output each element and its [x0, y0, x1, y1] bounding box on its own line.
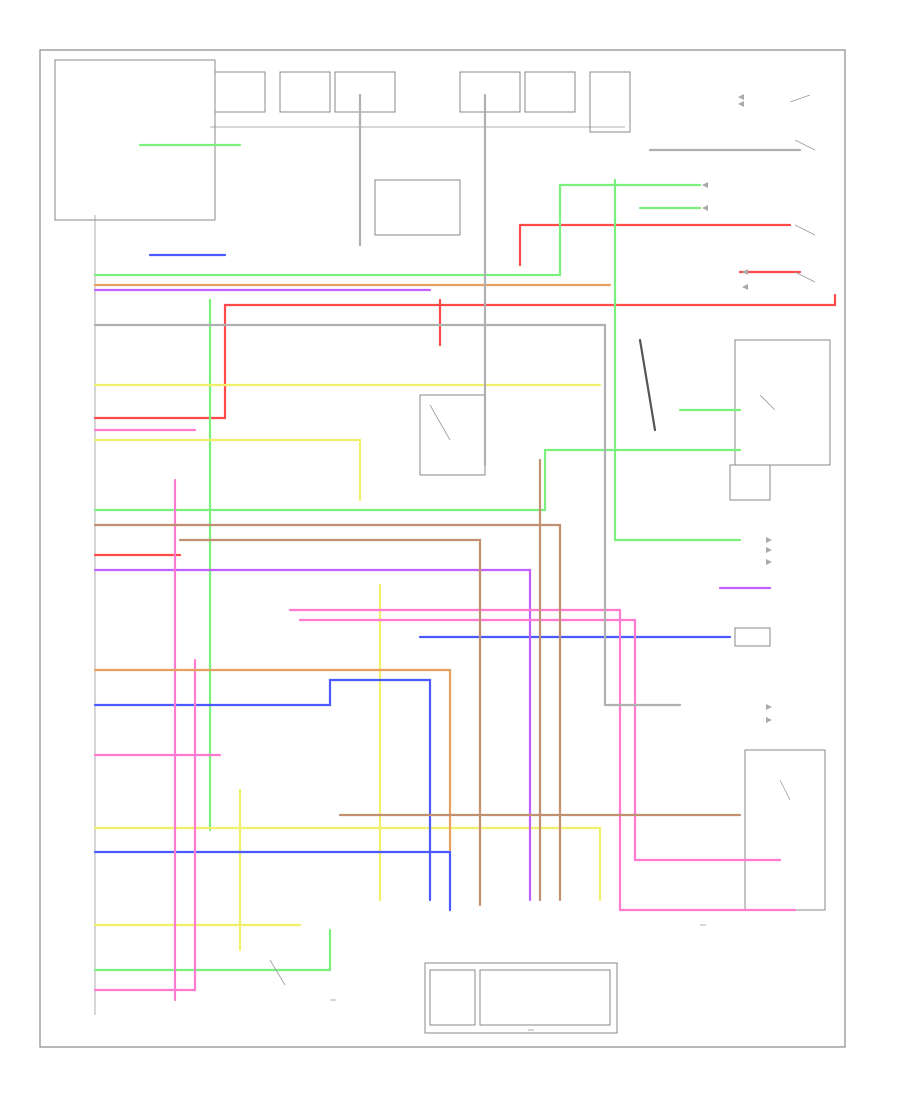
wire-green-1	[93, 183, 702, 277]
wire-pink-4	[93, 658, 197, 992]
wire-yellow-3	[93, 826, 602, 902]
connector-arrows	[702, 94, 772, 723]
wire-green-2	[93, 448, 742, 512]
wire-red-2	[518, 223, 792, 267]
wire-green-3	[613, 178, 742, 542]
wire-brown-2	[178, 538, 482, 907]
ground-symbol	[330, 924, 706, 1031]
switch-symbol	[269, 94, 816, 986]
wire-pink-1	[93, 428, 197, 1002]
wire-yellow-2	[93, 438, 362, 502]
diagram-border	[39, 49, 846, 1048]
wire-blue-2	[93, 678, 432, 902]
wire-green-5	[93, 928, 332, 972]
relay-blocks	[374, 179, 831, 1034]
wire-gray-1	[93, 323, 682, 707]
wires	[93, 93, 837, 1002]
wire-brown-1	[93, 523, 562, 902]
wire-gray-3	[358, 93, 487, 467]
fuse-bus	[54, 59, 631, 221]
wire-pink-2	[288, 608, 797, 912]
wire-violet-1	[93, 568, 532, 902]
wire-blue-1	[93, 850, 452, 912]
wire-gray-4	[638, 338, 657, 432]
wire-red-1	[93, 293, 837, 420]
wire-orange-1	[93, 668, 452, 852]
wire-pink-3	[298, 618, 782, 862]
